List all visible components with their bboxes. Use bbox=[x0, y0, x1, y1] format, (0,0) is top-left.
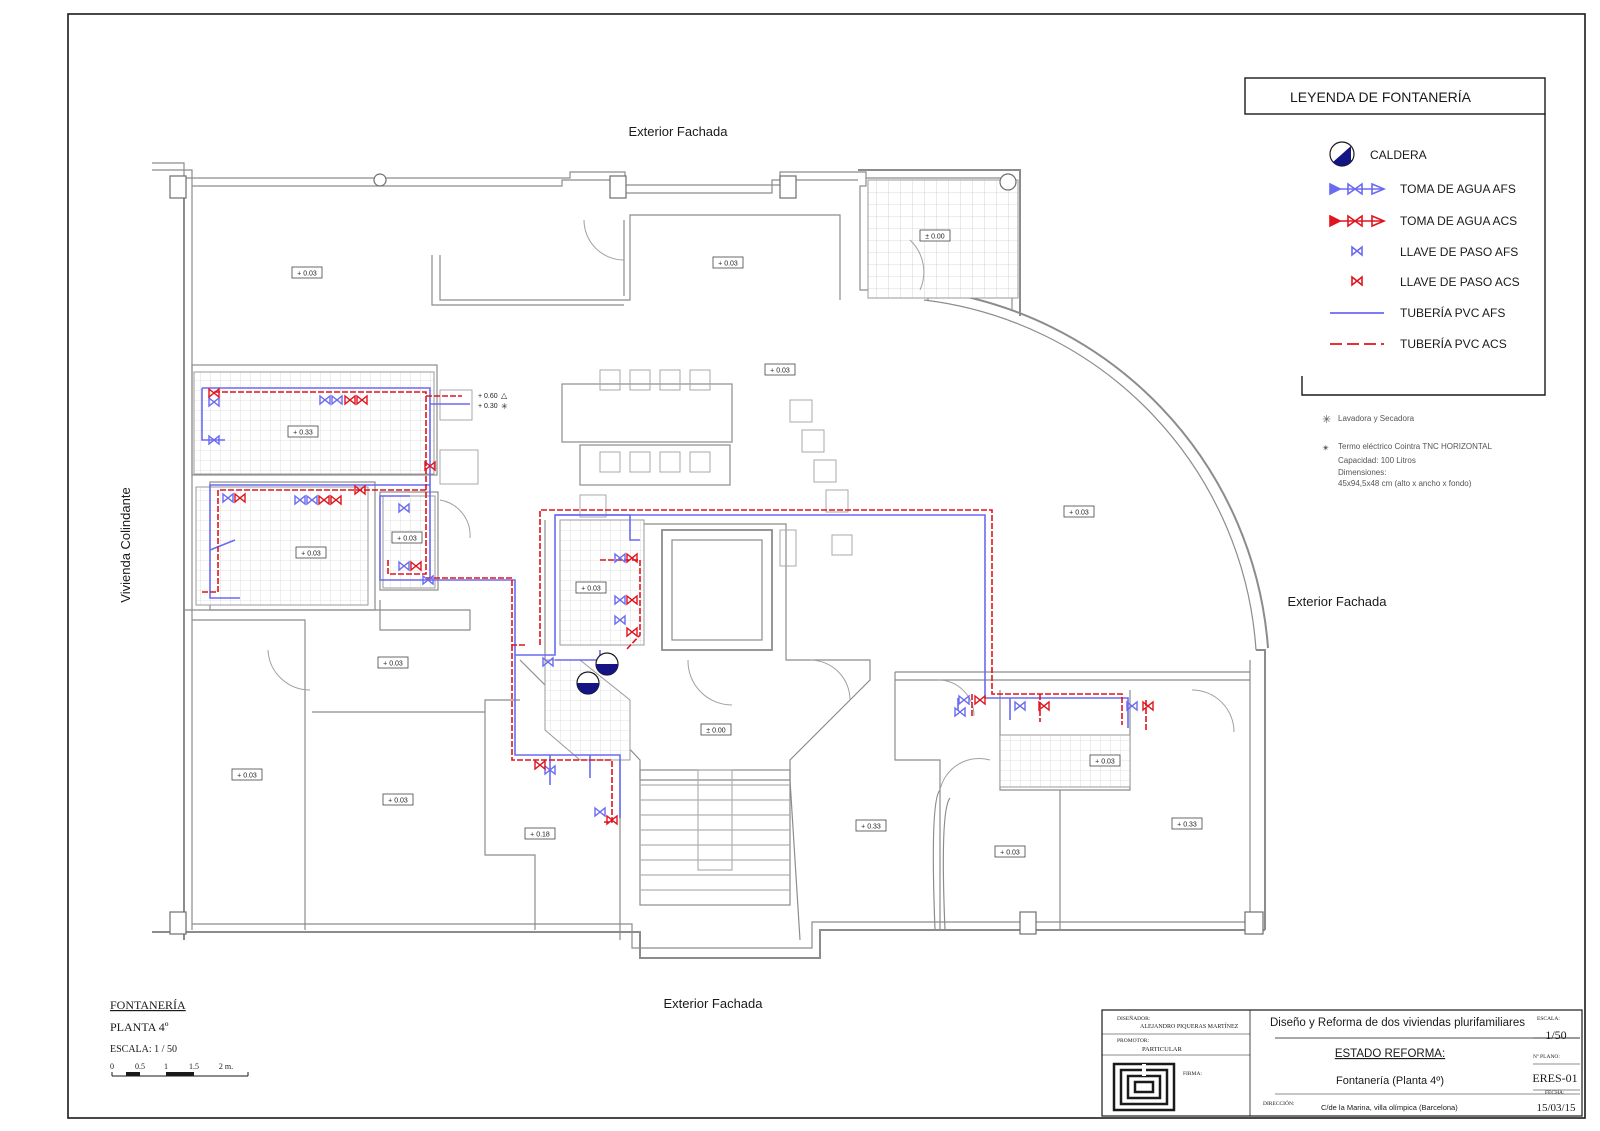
caldera-symbol bbox=[576, 652, 619, 695]
scale-bar bbox=[111, 1072, 249, 1077]
legend-termo: Termo eléctrico Cointra TNC HORIZONTAL bbox=[1338, 442, 1493, 451]
date-label: FECHA: bbox=[1545, 1090, 1565, 1096]
columns bbox=[169, 173, 1264, 935]
level-label: + 0.03 bbox=[770, 368, 790, 375]
promoter-name: PARTICULAR bbox=[1142, 1046, 1182, 1053]
plan-info-title: FONTANERÍA bbox=[110, 998, 186, 1012]
legend-tuberia-acs: TUBERÍA PVC ACS bbox=[1400, 336, 1507, 351]
level-label: + 0.03 bbox=[1000, 850, 1020, 857]
date-value: 15/03/15 bbox=[1536, 1102, 1576, 1114]
llave-afs-icon bbox=[1351, 245, 1363, 257]
level-markers: + 0.03 + 0.03 ± 0.00 + 0.03 + 0.33 + 0.0… bbox=[231, 229, 1203, 858]
toma-afs-icon bbox=[1329, 182, 1387, 196]
scale-tick: 0 bbox=[110, 1062, 114, 1071]
legend-toma-afs: TOMA DE AGUA AFS bbox=[1400, 182, 1516, 196]
neighbour-dwelling-label: Vivienda Colindante bbox=[118, 487, 133, 602]
exterior-facade-right-label: Exterior Fachada bbox=[1288, 594, 1388, 609]
level-label: + 0.03 bbox=[1095, 759, 1115, 766]
legend-dimensiones: Dimensiones: bbox=[1338, 468, 1386, 477]
plan-info-floor: PLANTA 4º bbox=[110, 1020, 169, 1034]
svg-text:✳: ✳ bbox=[501, 402, 508, 411]
level-label: + 0.03 bbox=[297, 271, 317, 278]
door-swings bbox=[267, 219, 1235, 791]
scale-label: ESCALA: bbox=[1537, 1016, 1560, 1022]
height-label: + 0.30 bbox=[478, 403, 498, 410]
level-label: + 0.03 bbox=[301, 551, 321, 558]
legend-title-box bbox=[1244, 77, 1546, 115]
studio-logo-icon bbox=[1112, 1062, 1176, 1112]
address-label: DIRECCIÓN: bbox=[1263, 1099, 1295, 1107]
signature-label: FIRMA: bbox=[1183, 1071, 1202, 1077]
toma-acs-icon bbox=[1329, 214, 1387, 228]
plan-info-scale: ESCALA: 1 / 50 bbox=[110, 1044, 177, 1055]
llave-acs-icon bbox=[1351, 275, 1363, 287]
scale-tick: 2 m. bbox=[219, 1062, 233, 1071]
level-label: + 0.03 bbox=[581, 586, 601, 593]
legend-dimensiones-value: 45x94,5x48 cm (alto x ancho x fondo) bbox=[1338, 479, 1472, 488]
legend-capacidad: Capacidad: 100 Litros bbox=[1338, 456, 1416, 465]
legend-llave-acs: LLAVE DE PASO ACS bbox=[1400, 275, 1520, 289]
sheet-border bbox=[67, 13, 1586, 1119]
level-label: + 0.03 bbox=[388, 798, 408, 805]
level-label: ± 0.00 bbox=[925, 234, 945, 241]
scale-value: 1/50 bbox=[1545, 1028, 1566, 1042]
plan-info: FONTANERÍA PLANTA 4º ESCALA: 1 / 50 0 0.… bbox=[110, 998, 249, 1077]
legend: LEYENDA DE FONTANERÍA CALDERA TOMA DE AG… bbox=[1244, 77, 1546, 488]
address-value: C/de la Marina, villa olímpica (Barcelon… bbox=[1321, 1103, 1458, 1112]
legend-llave-afs: LLAVE DE PASO AFS bbox=[1400, 245, 1518, 259]
scale-tick: 1 bbox=[164, 1062, 168, 1071]
project-state: ESTADO REFORMA: bbox=[1335, 1048, 1445, 1060]
level-label: + 0.03 bbox=[1069, 510, 1089, 517]
scale-tick: 0.5 bbox=[135, 1062, 145, 1071]
sheet-name: Fontanería (Planta 4º) bbox=[1336, 1075, 1444, 1087]
level-label: ± 0.00 bbox=[706, 728, 726, 735]
sheet-number-label: Nº PLANO: bbox=[1533, 1054, 1560, 1060]
level-label: + 0.33 bbox=[293, 430, 313, 437]
level-label: + 0.03 bbox=[237, 773, 257, 780]
sheet-number: ERES-01 bbox=[1532, 1071, 1577, 1085]
washer-symbol-icon: ✳ bbox=[1322, 414, 1331, 426]
scale-tick: 1.5 bbox=[189, 1062, 199, 1071]
designer-name: ALEJANDRO PIQUERAS MARTÍNEZ bbox=[1140, 1022, 1239, 1030]
acs-pipes bbox=[202, 391, 1147, 823]
legend-tuberia-afs: TUBERÍA PVC AFS bbox=[1400, 305, 1505, 320]
title-block: DISEÑADOR: ALEJANDRO PIQUERAS MARTÍNEZ P… bbox=[1101, 1009, 1583, 1117]
promoter-label: PROMOTOR: bbox=[1117, 1038, 1149, 1044]
height-label: + 0.60 bbox=[478, 393, 498, 400]
exterior-facade-top-label: Exterior Fachada bbox=[629, 124, 729, 139]
svg-text:△: △ bbox=[501, 391, 508, 400]
heater-symbol-icon: ✴ bbox=[1322, 443, 1330, 453]
furniture bbox=[439, 369, 853, 567]
legend-toma-acs: TOMA DE AGUA ACS bbox=[1400, 214, 1517, 228]
level-label: + 0.03 bbox=[383, 661, 403, 668]
level-label: + 0.33 bbox=[1177, 822, 1197, 829]
level-label: + 0.03 bbox=[397, 536, 417, 543]
level-label: + 0.18 bbox=[530, 832, 550, 839]
project-title: Diseño y Reforma de dos viviendas plurif… bbox=[1270, 1017, 1525, 1029]
legend-caldera: CALDERA bbox=[1370, 148, 1427, 162]
designer-label: DISEÑADOR: bbox=[1117, 1014, 1151, 1022]
level-label: + 0.03 bbox=[718, 261, 738, 268]
exterior-facade-bottom-label: Exterior Fachada bbox=[664, 996, 764, 1011]
tiled-areas bbox=[193, 179, 1131, 788]
legend-lavadora: Lavadora y Secadora bbox=[1338, 414, 1415, 423]
level-label: + 0.33 bbox=[861, 824, 881, 831]
legend-title: LEYENDA DE FONTANERÍA bbox=[1290, 89, 1472, 105]
